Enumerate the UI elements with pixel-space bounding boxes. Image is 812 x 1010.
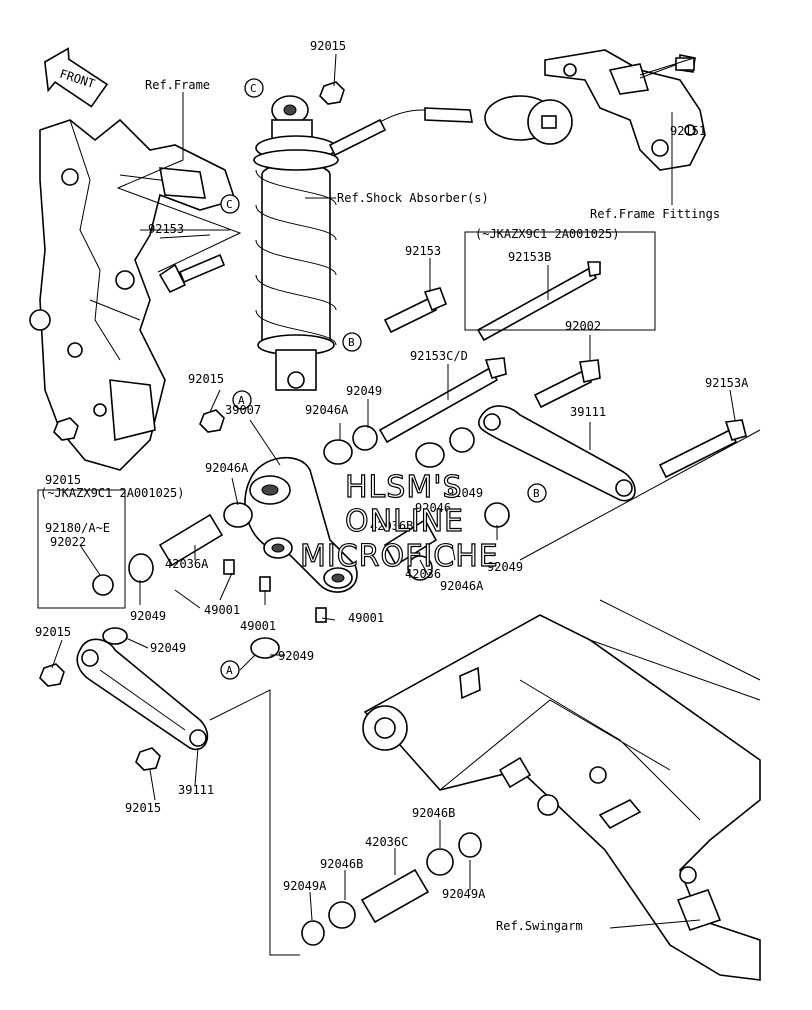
part-label: 92046 xyxy=(415,501,451,515)
part-label: 42036 xyxy=(405,567,441,581)
part-label: 92046B xyxy=(412,806,455,820)
note-top-box: (~JKAZX9C1 2A001025) xyxy=(475,227,620,241)
marker-a-link: A xyxy=(226,664,233,677)
part-label: 92015 xyxy=(188,372,224,386)
part-label: 39111 xyxy=(178,783,214,797)
bolt-92002 xyxy=(533,359,601,409)
front-arrow-icon: FRONT xyxy=(43,47,109,108)
part-label: 92046A xyxy=(305,403,349,417)
frame-fittings-drawing xyxy=(424,49,706,171)
leader-lines xyxy=(37,53,761,956)
marker-b-shock: B xyxy=(348,336,355,349)
part-label: 92015 xyxy=(125,801,161,815)
ref-shock-label: Ref.Shock Absorber(s) xyxy=(337,191,489,205)
ref-frame-label: Ref.Frame xyxy=(145,78,210,92)
tie-rod-upper xyxy=(478,405,636,502)
part-label: 92015 xyxy=(45,473,81,487)
watermark-line-3: MICROFICHE xyxy=(300,539,499,574)
part-label: 92153B xyxy=(508,250,551,264)
part-label: 42036C xyxy=(365,835,408,849)
watermark-line-2: ONLINE xyxy=(345,504,464,539)
callout-markers: C C B A B A xyxy=(220,78,547,680)
watermark: HLSM'S ONLINE MICROFICHE xyxy=(299,469,499,574)
part-label: 92046B xyxy=(320,857,363,871)
part-label: 92049 xyxy=(130,609,166,623)
shock-absorber-drawing xyxy=(253,95,471,391)
swingarm-drawing xyxy=(362,599,761,981)
marker-b-link: B xyxy=(533,487,540,500)
part-label: 92049 xyxy=(487,560,523,574)
part-label: 92015 xyxy=(310,39,346,53)
reference-labels: Ref.Frame Ref.Shock Absorber(s) Ref.Fram… xyxy=(145,78,720,933)
notes: (~JKAZX9C1 2A001025) (~JKAZX9C1 2A001025… xyxy=(40,227,620,500)
part-label: 42036A xyxy=(165,557,209,571)
tie-rod-lower xyxy=(76,638,209,751)
part-label: 92049A xyxy=(283,879,327,893)
part-label: 92049 xyxy=(346,384,382,398)
part-label: 49001 xyxy=(348,611,384,625)
watermark-line-1: HLSM'S xyxy=(345,470,463,505)
frame-drawing xyxy=(29,118,237,471)
part-label: 49001 xyxy=(204,603,240,617)
part-label: 92022 xyxy=(50,535,86,549)
note-left-box: (~JKAZX9C1 2A001025) xyxy=(40,486,185,500)
part-label: 92049 xyxy=(278,649,314,663)
bolt-92153cd xyxy=(378,357,507,444)
part-label: 49001 xyxy=(240,619,276,633)
part-label: 92046A xyxy=(205,461,249,475)
part-label: 39007 xyxy=(225,403,261,417)
part-label: 92153 xyxy=(405,244,441,258)
part-label: 92153C/D xyxy=(410,349,468,363)
ref-frame-fittings-label: Ref.Frame Fittings xyxy=(590,207,720,221)
marker-a-shock: A xyxy=(238,394,245,407)
bolt-92153b xyxy=(476,261,601,342)
marker-c-top: C xyxy=(250,82,257,95)
bolt-92153-center xyxy=(383,287,448,334)
bearings-collars xyxy=(92,425,510,946)
part-label: 92049 xyxy=(150,641,186,655)
part-label: 92153 xyxy=(148,222,184,236)
part-label: 92151 xyxy=(670,124,706,138)
part-label: 92153A xyxy=(705,376,749,390)
rocker-arm-39007 xyxy=(244,456,358,593)
part-label: 92046A xyxy=(440,579,484,593)
ref-swingarm-label: Ref.Swingarm xyxy=(496,919,583,933)
part-labels: 92015 92151 92153 92153 92153B 92002 921… xyxy=(35,39,749,901)
part-label: 92015 xyxy=(35,625,71,639)
bolt-92153-left xyxy=(158,253,226,294)
part-label: 92049A xyxy=(442,887,486,901)
part-label: 42036B xyxy=(370,519,413,533)
bolt-92153a xyxy=(658,419,747,479)
nut-icons xyxy=(39,81,345,771)
part-label: 92002 xyxy=(565,319,601,333)
part-label: 92180/A~E xyxy=(45,521,110,535)
grease-fittings xyxy=(223,559,327,623)
part-label: 39111 xyxy=(570,405,606,419)
part-label: 92049 xyxy=(447,486,483,500)
bolt-92151 xyxy=(675,57,695,71)
marker-c-frame: C xyxy=(226,198,233,211)
